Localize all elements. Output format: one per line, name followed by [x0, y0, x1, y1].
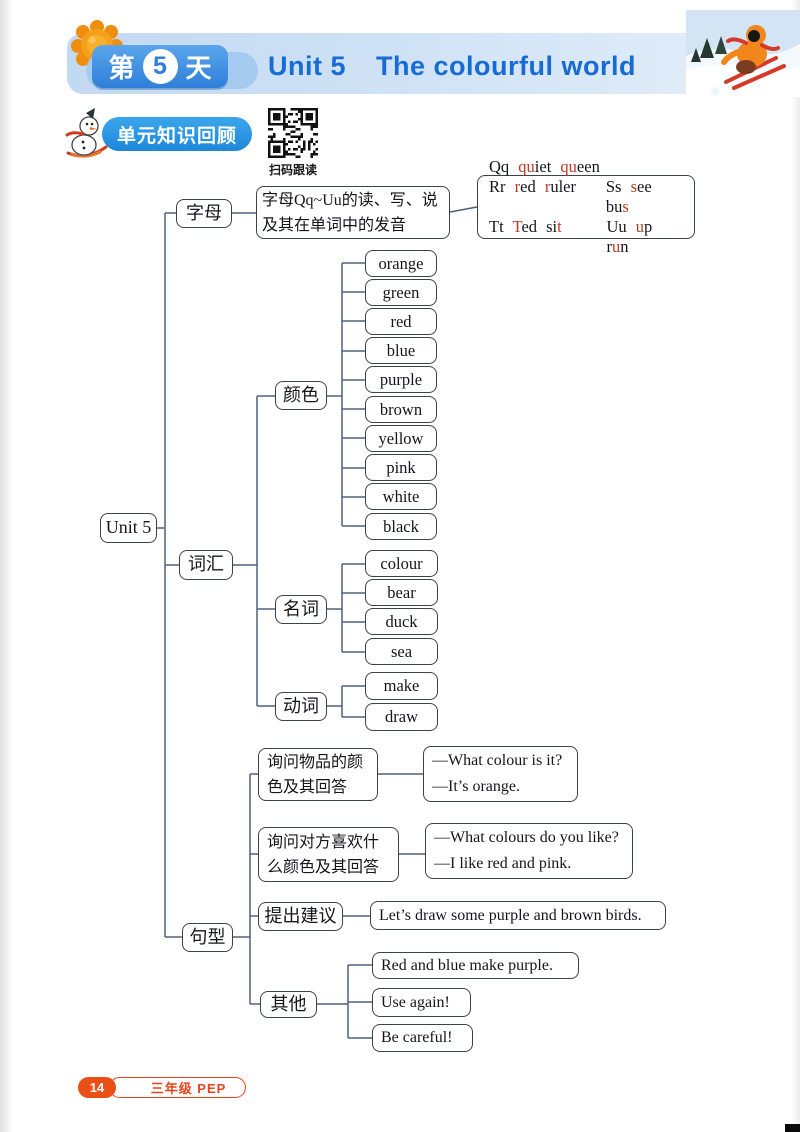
sentence-topic-3: 提出建议: [258, 902, 343, 931]
color-word: pink: [365, 454, 437, 481]
branch-letters: 字母: [176, 199, 232, 228]
other-sentence: Be careful!: [372, 1024, 473, 1052]
color-word: white: [365, 483, 437, 510]
sentence-example-3: Let’s draw some purple and brown birds.: [370, 901, 666, 930]
branch-sentences: 句型: [182, 923, 233, 952]
color-word: brown: [365, 396, 437, 423]
snowman-icon: [65, 108, 108, 158]
wire-trunk: [157, 212, 182, 938]
branch-colors: 颜色: [275, 381, 327, 410]
letters-desc-box: 字母Qq~Uu的读、写、说 及其在单词中的发音: [256, 186, 450, 239]
scan-corner-mark: [785, 1124, 800, 1132]
color-word: green: [365, 279, 437, 306]
page-number: 14: [78, 1077, 116, 1098]
sentence-example-1: —What colour is it? —It’s orange.: [423, 746, 578, 802]
day-number-circle: 5: [142, 49, 178, 84]
unit-title-text: The colourful world: [376, 51, 637, 81]
sentence-example-2: —What colours do you like? —I like red a…: [425, 823, 633, 879]
sentence-topic-1: 询问物品的颜 色及其回答: [258, 748, 378, 801]
section-badge: 单元知识回顾: [102, 117, 252, 151]
branch-nouns: 名词: [275, 595, 327, 624]
noun-word: colour: [365, 550, 438, 577]
noun-word: duck: [365, 608, 438, 635]
color-word: yellow: [365, 425, 437, 452]
wire-vocab: [233, 262, 365, 718]
qr-code: [265, 106, 321, 160]
color-word: blue: [365, 337, 437, 364]
day-badge: 第 5 天: [92, 45, 228, 88]
skier-illustration: [686, 10, 800, 97]
sentence-topic-2: 询问对方喜欢什 么颜色及其回答: [258, 827, 399, 882]
edition-badge: 三年级 PEP: [109, 1077, 246, 1098]
noun-word: bear: [365, 579, 438, 606]
branch-verbs: 动词: [275, 692, 327, 721]
verb-word: make: [365, 672, 438, 700]
color-word: orange: [365, 250, 437, 277]
wire-letters: [232, 206, 478, 214]
verb-word: draw: [365, 703, 438, 731]
color-word: black: [365, 513, 437, 540]
phonics-box: Qq quiet queen Rr red ruler Ss see bus T…: [477, 157, 695, 256]
wire-sentences: [233, 773, 425, 1039]
color-word: red: [365, 308, 437, 335]
qr-caption: 扫码跟读: [268, 163, 317, 177]
other-sentence: Red and blue make purple.: [372, 952, 579, 979]
page-title: Unit 5 The colourful world: [268, 51, 636, 82]
color-word: purple: [365, 366, 437, 393]
root-node: Unit 5: [100, 513, 157, 543]
page-edge-right: [791, 0, 800, 1132]
day-prefix: 第: [108, 53, 135, 83]
other-sentence: Use again!: [372, 988, 471, 1017]
unit-label: Unit 5: [268, 51, 347, 81]
branch-vocab: 词汇: [179, 550, 233, 580]
page-edge-left: [0, 0, 13, 1132]
day-suffix: 天: [185, 53, 212, 83]
noun-word: sea: [365, 638, 438, 665]
branch-other: 其他: [260, 991, 317, 1018]
section-title: 单元知识回顾: [116, 125, 237, 147]
